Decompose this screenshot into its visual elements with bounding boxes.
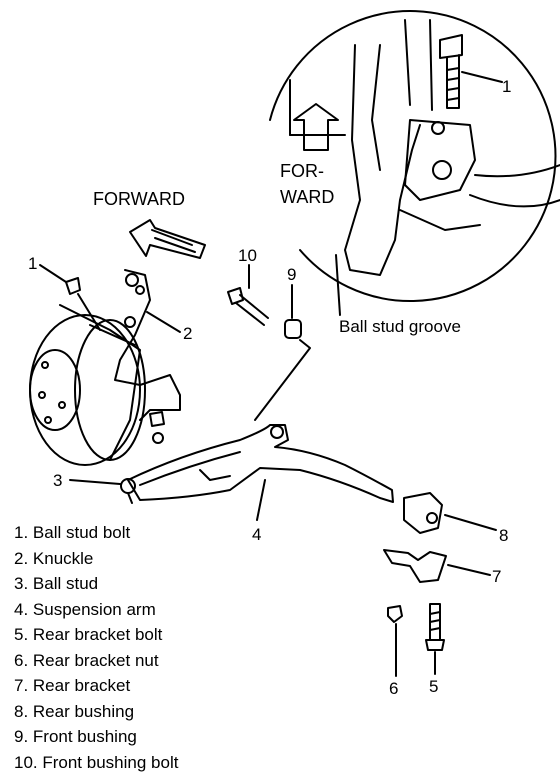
legend-item: 6. Rear bracket nut <box>14 650 159 670</box>
inset-detail <box>269 10 560 316</box>
callout-6: 6 <box>389 679 399 698</box>
legend-item: 7. Rear bracket <box>14 676 131 695</box>
legend-item: 5. Rear bracket bolt <box>14 625 163 644</box>
legend-item: 2. Knuckle <box>14 548 94 568</box>
front-bushing <box>284 319 302 339</box>
callout-8: 8 <box>499 526 509 545</box>
rear-bushing <box>403 492 443 534</box>
legend-item: 4. Suspension arm <box>14 599 156 619</box>
inset-forward-label-2: WARD <box>280 187 335 207</box>
parts-legend: 1. Ball stud bolt 2. Knuckle 3. Ball stu… <box>14 520 178 775</box>
inset-forward-label-1: FOR- <box>280 161 324 181</box>
callout-1: 1 <box>28 254 38 273</box>
callout-3: 3 <box>53 471 63 490</box>
suspension-arm <box>127 424 394 503</box>
callout-5: 5 <box>429 677 439 696</box>
inset-ball-stud-bolt <box>439 34 463 59</box>
callout-10: 10 <box>238 246 257 265</box>
forward-arrow <box>129 219 206 259</box>
callout-9: 9 <box>287 265 297 284</box>
hub-assembly <box>29 304 146 466</box>
legend-item: 1. Ball stud bolt <box>14 523 131 542</box>
legend-item: 8. Rear bushing <box>14 701 135 721</box>
front-bushing-bolt <box>227 287 244 305</box>
inset-circle <box>269 10 557 302</box>
legend-item: 9. Front bushing <box>14 727 137 746</box>
brake-disc <box>29 314 141 466</box>
callout-1-inset: 1 <box>502 77 512 96</box>
ball-stud-bolt-main <box>65 277 81 295</box>
ball-stud-groove-label: Ball stud groove <box>339 317 461 336</box>
rear-bracket-nut <box>387 605 403 623</box>
legend-item: 3. Ball stud <box>14 574 99 593</box>
callout-7: 7 <box>492 567 502 586</box>
forward-label: FORWARD <box>93 189 185 209</box>
legend-item: 10. Front bushing bolt <box>14 752 179 772</box>
rear-bracket <box>383 549 447 583</box>
callout-2: 2 <box>183 324 193 343</box>
inset-forward-arrow <box>293 103 339 151</box>
knuckle <box>114 269 181 421</box>
callout-4: 4 <box>252 525 262 544</box>
